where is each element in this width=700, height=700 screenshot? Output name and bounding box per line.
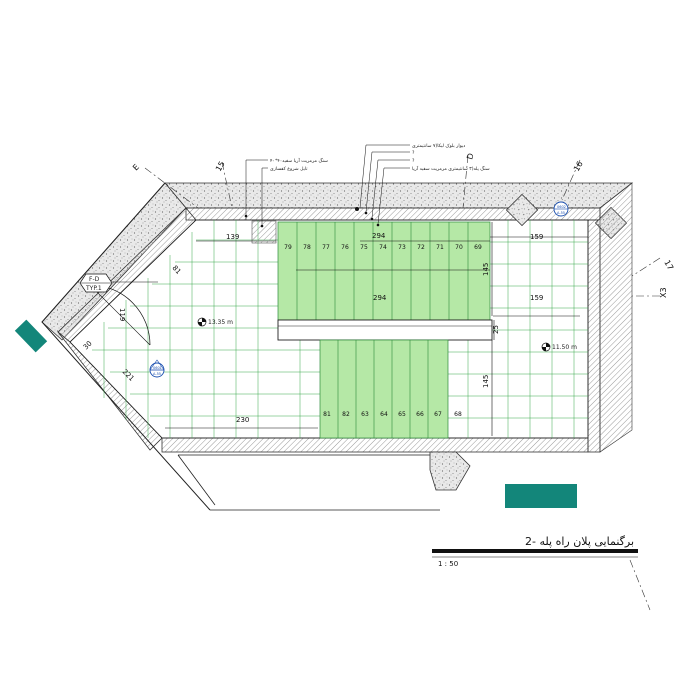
drawing-title: برگنمایی پلان راه پله -2 [525, 535, 634, 548]
dim-230: 230 [236, 416, 249, 424]
note-wall-block: دیوار بلوک لیکا(۷ سانتیمتری [412, 142, 465, 149]
dimension-lines [96, 222, 588, 436]
step-number: 68 [454, 411, 462, 418]
outer-boundary-left [41, 182, 211, 511]
upper-stair-flight [277, 221, 491, 321]
section-right-sheet: A-55 [557, 211, 565, 215]
outer-boundary-inner-diag [177, 454, 216, 506]
step-number: 73 [398, 244, 406, 251]
step-number: 64 [380, 411, 388, 418]
window-left [14, 319, 48, 353]
level-marker-right [541, 342, 551, 352]
step-number: 70 [455, 244, 463, 251]
title-underline [432, 549, 638, 553]
stair-divider-wall [277, 319, 493, 341]
axis-x3: X3 [659, 287, 668, 298]
step-number: 77 [322, 244, 330, 251]
section-marker-right: 0602 A-55 [553, 201, 569, 217]
axis-d: D [465, 152, 475, 160]
step-number: 72 [417, 244, 425, 251]
dim-145-lower: 145 [482, 375, 490, 388]
note-stone-top: سنگ پله(۳ سانتیمتری مرمریت سفید آریا [412, 166, 490, 172]
window-bottom-right [505, 484, 577, 508]
step-number: 65 [398, 411, 406, 418]
tile-start-swatch [251, 220, 277, 244]
dim-159-top: 159 [530, 233, 543, 241]
note-stone-left: سنگ مرمریت آریا سفید۴۰*۴۰ [270, 158, 328, 164]
lower-stair-flight [319, 339, 449, 439]
section-right-number: 0602 [557, 205, 566, 209]
stone-block-top-right [505, 193, 539, 227]
dim-30: 30 [82, 339, 94, 351]
leader-lines [245, 144, 410, 226]
wall-bottom [161, 437, 589, 453]
lower-stair-risers [337, 340, 429, 438]
dim-119: 119 [118, 308, 126, 321]
section-marker-left: 0601 A-55 [149, 359, 165, 378]
step-number: 67 [434, 411, 442, 418]
step-number: 82 [342, 411, 350, 418]
floor-grid [92, 220, 588, 438]
axis-16: 16 [572, 160, 585, 173]
dim-81: 81 [171, 264, 183, 276]
level-left: 13.35 m [208, 319, 233, 326]
step-number: 81 [323, 411, 331, 418]
section-left-number: 0601 [153, 366, 162, 370]
dim-145-upper: 145 [482, 263, 490, 276]
dim-294-top: 294 [372, 232, 386, 240]
section-left-sheet: A-55 [153, 372, 161, 376]
upper-stair-risers [296, 222, 469, 320]
level-marker-left [197, 317, 207, 327]
drawing-scale: 1 : 50 [438, 560, 458, 568]
dim-139: 139 [226, 233, 239, 241]
door-tag-type: TYP.1 [85, 285, 102, 292]
dim-159-mid: 159 [530, 294, 543, 302]
step-number: 79 [284, 244, 292, 251]
stone-block-bottom [429, 451, 471, 491]
step-number: 74 [379, 244, 387, 251]
door-tag-code: F-D [89, 276, 100, 283]
note-q1: ? [412, 150, 415, 156]
step-number: 78 [303, 244, 311, 251]
step-number: 63 [361, 411, 369, 418]
step-number: 69 [474, 244, 482, 251]
step-number: 75 [360, 244, 368, 251]
note-tile-start: تایل شروع کفسازی [270, 166, 308, 172]
grid-axis-lines [144, 154, 661, 611]
axis-17: 17 [662, 259, 675, 272]
step-number: 76 [341, 244, 349, 251]
dim-294-mid: 294 [373, 294, 387, 302]
axis-15: 15 [214, 160, 227, 173]
door-leaf [89, 284, 151, 346]
stone-band-left [41, 182, 187, 341]
dim-221: 221 [121, 368, 136, 383]
step-number: 66 [416, 411, 424, 418]
axis-e: E [131, 162, 141, 172]
wall-lower-left-diagonal [57, 331, 163, 451]
dim-25: 25 [492, 325, 500, 334]
note-q2: ? [412, 158, 415, 164]
step-number: 71 [436, 244, 444, 251]
level-right: 11.50 m [552, 344, 577, 351]
wall-right [587, 219, 601, 453]
right-outer-wedge [599, 182, 633, 453]
